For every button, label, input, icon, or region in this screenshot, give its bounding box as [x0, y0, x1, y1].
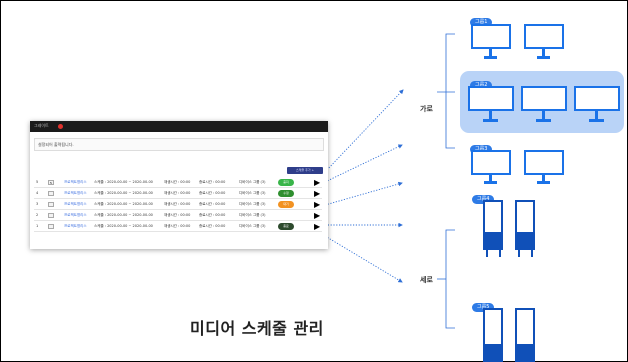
monitor-stand [489, 49, 492, 57]
status-badge[interactable]: 중지 [278, 179, 294, 186]
play-icon[interactable]: ▶ [314, 211, 321, 220]
monitor-base [483, 119, 498, 122]
play-icon[interactable]: ▶ [314, 178, 321, 187]
schedule-period: 스케줄 : 2020-00-00 ~ 2020-00-00 [94, 191, 153, 195]
group5-tag: 그룹5 [472, 303, 495, 312]
table-row[interactable]: 4 프로젝트명리스 스케줄 : 2020-00-00 ~ 2020-00-00 재생시… [34, 188, 322, 199]
kiosk-display [483, 200, 503, 250]
device-group: 디바이스 그룹 (3) [239, 224, 266, 228]
project-link[interactable]: 프로젝트명리스 [64, 224, 87, 228]
row-index: 3 [36, 202, 39, 206]
monitor [521, 86, 567, 111]
monitor-stand [489, 111, 492, 120]
end-time: 종료시간 : 00:00 [199, 224, 226, 228]
status-badge[interactable]: 종료 [278, 223, 294, 230]
dotted-arrow-lines [324, 89, 404, 283]
monitor-stand [489, 175, 492, 182]
project-link[interactable]: 프로젝트명리스 [64, 202, 87, 206]
schedule-period: 스케줄 : 2020-00-00 ~ 2020-00-00 [94, 213, 153, 217]
table-row[interactable]: 2 프로젝트명리스 스케줄 : 2020-00-00 ~ 2020-00-00 재생시… [34, 210, 322, 221]
device-group: 디바이스 그룹 (3) [239, 191, 266, 195]
monitor [471, 150, 511, 175]
group2-tag: 그룹2 [470, 81, 493, 90]
monitor-base [484, 56, 497, 59]
end-time: 종료시간 : 00:00 [199, 191, 226, 195]
notice-box: 설정되어 출력됩니다. [34, 138, 324, 151]
row-index: 1 [36, 224, 39, 228]
kiosk-leg [518, 250, 520, 257]
table-row[interactable]: 3 프로젝트명리스 스케줄 : 2020-00-00 ~ 2020-00-00 재생시… [34, 199, 322, 210]
notice-text: 설정되어 출력됩니다. [38, 142, 74, 147]
group3-tag: 그룹3 [470, 145, 493, 154]
row-checkbox[interactable] [48, 202, 54, 207]
group1-tag: 그룹1 [470, 18, 493, 27]
play-time: 재생시간 : 00:00 [164, 224, 191, 228]
play-icon[interactable]: ▶ [314, 189, 321, 198]
monitor-stand [542, 175, 545, 182]
vertical-label: 세로 [420, 276, 433, 284]
play-icon[interactable]: ▶ [314, 200, 321, 209]
kiosk-leg [531, 250, 533, 257]
kiosk-leg [486, 250, 488, 257]
project-link[interactable]: 프로젝트명리스 [64, 213, 87, 217]
play-time: 재생시간 : 00:00 [164, 213, 191, 217]
schedule-period: 스케줄 : 2020-00-00 ~ 2020-00-00 [94, 180, 153, 184]
play-time: 재생시간 : 00:00 [164, 180, 191, 184]
kiosk-display [515, 200, 535, 250]
record-dot-icon [58, 124, 63, 129]
monitor [524, 150, 564, 175]
monitor [468, 86, 514, 111]
kiosk-display [515, 308, 535, 362]
table-row[interactable]: 5 5 프로젝트명리스 스케줄 : 2020-00-00 ~ 2020-00-00 재생… [34, 177, 322, 188]
row-checkbox[interactable] [48, 213, 54, 218]
play-time: 재생시간 : 00:00 [164, 191, 191, 195]
device-group: 디바이스 그룹 (3) [239, 213, 266, 217]
monitor-stand [595, 111, 598, 120]
end-time: 종료시간 : 00:00 [199, 180, 226, 184]
group4-tag: 그룹4 [472, 195, 495, 204]
end-time: 종료시간 : 00:00 [199, 202, 226, 206]
play-time: 재생시간 : 00:00 [164, 202, 191, 206]
monitor-base [484, 181, 497, 184]
status-badge[interactable]: 수정 [278, 190, 294, 197]
schedule-period: 스케줄 : 2020-00-00 ~ 2020-00-00 [94, 224, 153, 228]
play-icon[interactable]: ▶ [314, 222, 321, 231]
monitor-base [537, 56, 550, 59]
page-title: 미디어 스케줄 관리 [190, 319, 324, 338]
row-index: 5 [36, 180, 39, 184]
app-brand: 그레이트 [34, 123, 49, 128]
add-schedule-button[interactable]: 스케줄 추가 + [287, 167, 323, 174]
table-row[interactable]: 1 프로젝트명리스 스케줄 : 2020-00-00 ~ 2020-00-00 재생시… [34, 221, 322, 232]
row-checkbox[interactable]: 5 [48, 180, 54, 185]
monitor-base [536, 119, 551, 122]
schedule-period: 스케줄 : 2020-00-00 ~ 2020-00-00 [94, 202, 153, 206]
status-badge[interactable]: 대기 [278, 201, 294, 208]
row-checkbox[interactable] [48, 191, 54, 196]
app-topbar: 그레이트 [30, 121, 328, 132]
row-index: 2 [36, 213, 39, 217]
group-brackets [437, 33, 455, 329]
monitor-base [537, 181, 550, 184]
monitor [471, 24, 511, 49]
project-link[interactable]: 프로젝트명리스 [64, 191, 87, 195]
device-group: 디바이스 그룹 (3) [239, 202, 266, 206]
monitor-stand [542, 111, 545, 120]
monitor [524, 24, 564, 49]
project-link[interactable]: 프로젝트명리스 [64, 180, 87, 184]
device-group: 디바이스 그룹 (3) [239, 180, 266, 184]
horizontal-label: 가로 [420, 105, 433, 113]
row-checkbox[interactable] [48, 224, 54, 229]
end-time: 종료시간 : 00:00 [199, 213, 226, 217]
monitor-stand [542, 49, 545, 57]
kiosk-leg [499, 250, 501, 257]
monitor [574, 86, 620, 111]
monitor-base [589, 119, 604, 122]
row-index: 4 [36, 191, 39, 195]
kiosk-display [483, 308, 503, 362]
